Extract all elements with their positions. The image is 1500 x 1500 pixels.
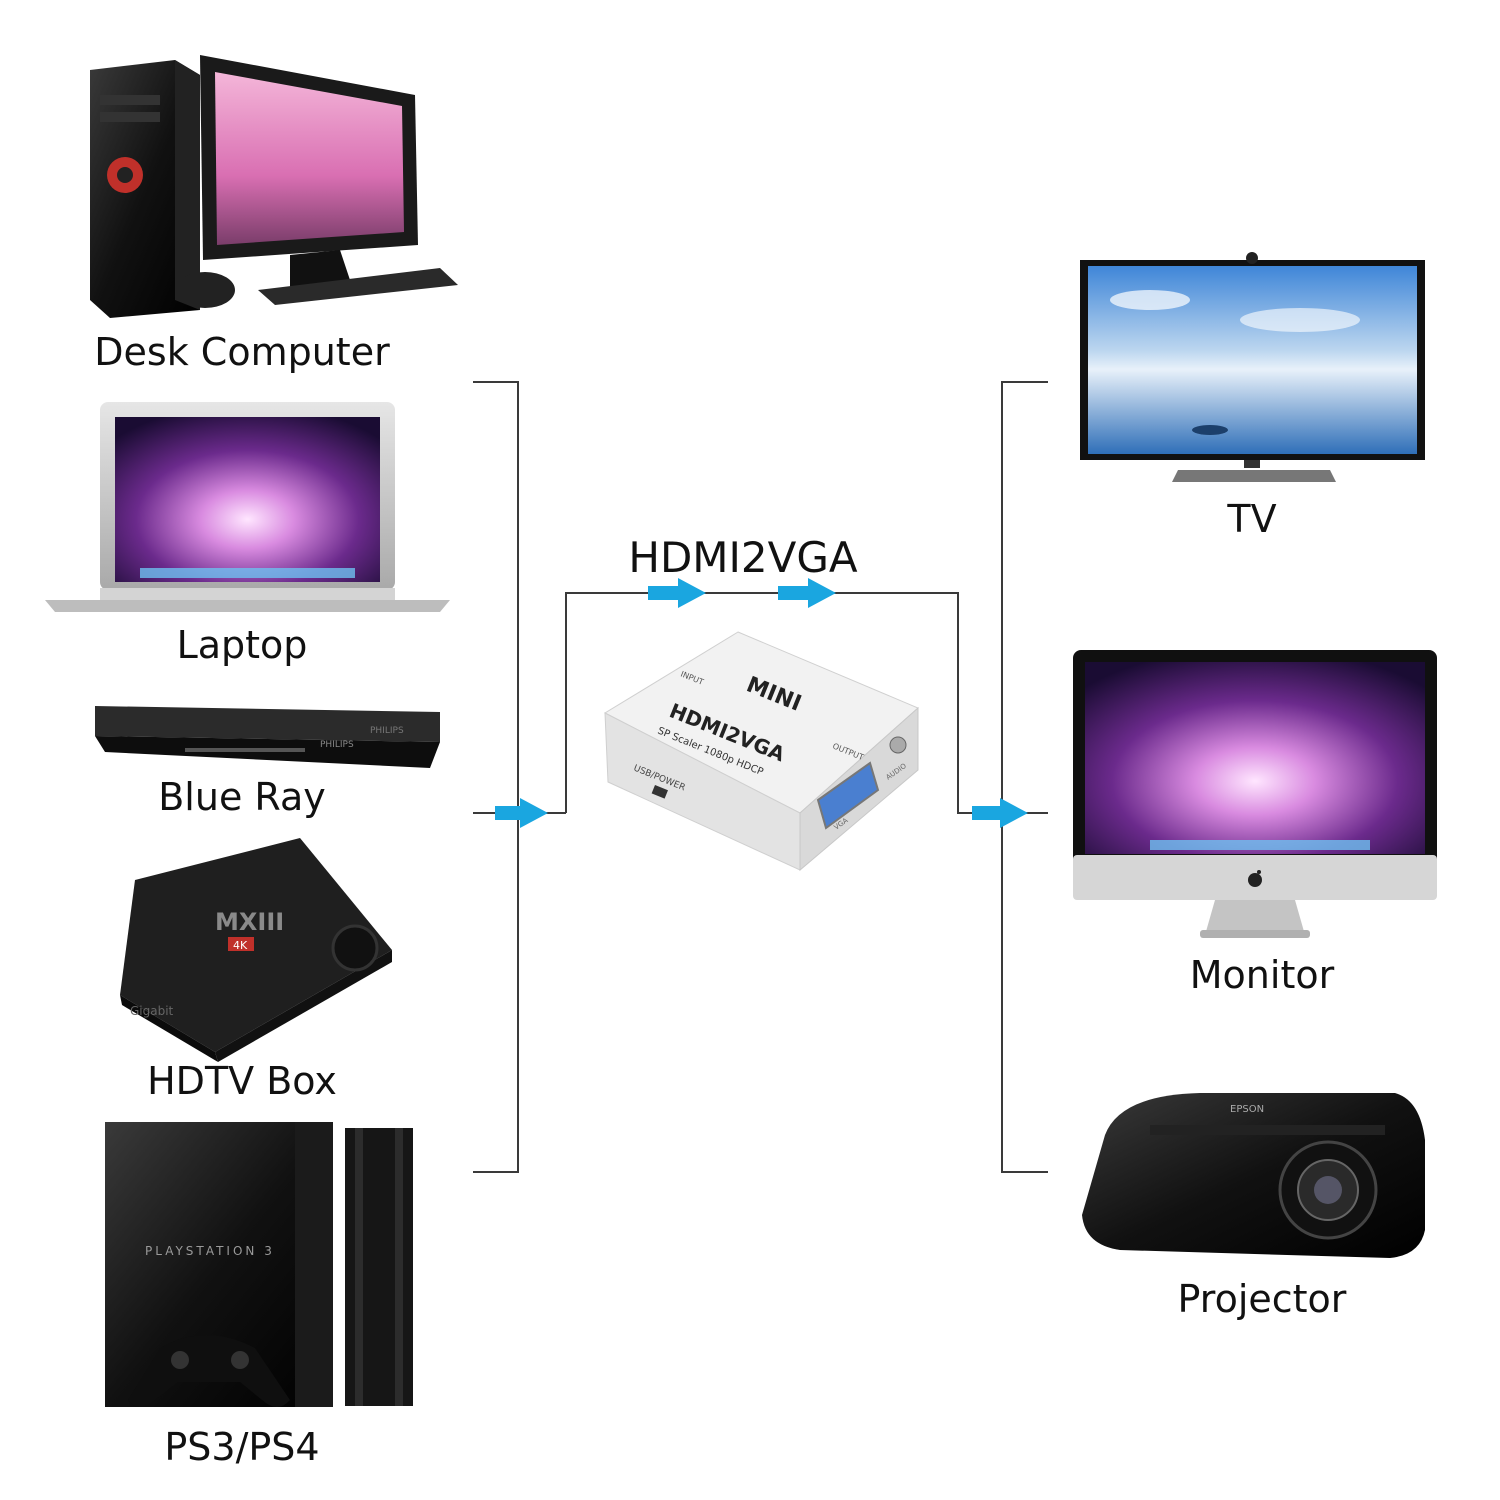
hdtv-box-label: HDTV Box [147,1059,337,1103]
ps3-ps4-image: PLAYSTATION 3 [105,1122,413,1407]
tv-label: TV [1226,497,1276,541]
player-brand-2: PHILIPS [370,726,404,736]
right-arrow-icon [495,798,548,828]
box-brand: MXIII [215,908,284,936]
console-name: PLAYSTATION 3 [145,1244,275,1258]
monitor-label: Monitor [1190,953,1335,997]
hdtv-box-image: MXIII 4K Gigabit [120,838,392,1062]
blue-ray-image: PHILIPS PHILIPS [95,706,440,768]
laptop-image [45,402,450,612]
box-badge: 4K [233,939,248,952]
diagram-title: HDMI2VGA [628,533,858,582]
projector-brand: EPSON [1230,1104,1264,1115]
tv-image [1080,252,1425,482]
box-badge-bg [228,937,254,951]
hdmi2vga-adapter-image: MINI HDMI2VGA SP Scaler 1080p HDCP INPUT… [603,631,919,872]
desk-computer-image [90,55,458,318]
ps3-ps4-label: PS3/PS4 [164,1425,319,1469]
monitor-image [1073,650,1437,938]
laptop-label: Laptop [177,623,308,667]
apple-logo-icon [1248,870,1262,887]
right-bracket [1001,381,1048,1173]
player-brand: PHILIPS [320,740,354,750]
box-corner: Gigabit [130,1004,174,1018]
right-arrow-icon [648,578,706,608]
projector-image: EPSON [1082,1093,1425,1258]
right-arrow-icon [778,578,836,608]
right-arrow-icon [972,798,1028,828]
projector-label: Projector [1178,1277,1347,1321]
desk-computer-label: Desk Computer [94,330,390,374]
blue-ray-label: Blue Ray [158,775,326,819]
